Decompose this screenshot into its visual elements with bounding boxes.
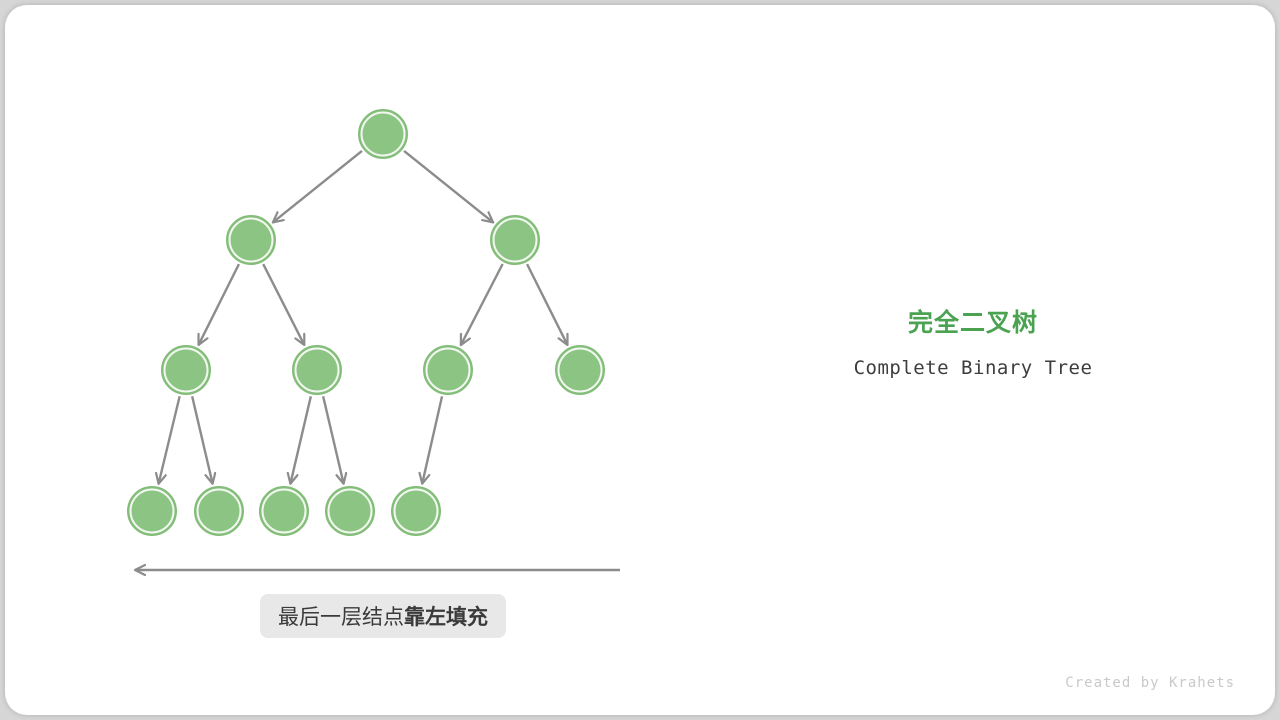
binary-tree-diagram — [127, 109, 620, 715]
title-english: Complete Binary Tree — [853, 357, 1093, 379]
tree-edge — [290, 396, 313, 483]
tree-node — [161, 345, 211, 395]
tree-edge — [526, 263, 567, 345]
title-block: 完全二叉树 Complete Binary Tree — [823, 303, 1123, 379]
tree-edge — [199, 263, 240, 345]
tree-node — [555, 345, 605, 395]
tree-node — [259, 486, 309, 536]
tree-node — [127, 486, 177, 536]
tree-edge — [403, 149, 493, 223]
tree-node — [292, 345, 342, 395]
caption-last-level: 最后一层结点靠左填充 — [260, 594, 506, 638]
tree-edge — [321, 396, 343, 483]
tree-node — [194, 486, 244, 536]
title-chinese: 完全二叉树 — [907, 309, 1038, 337]
tree-edge — [422, 396, 444, 483]
tree-node — [358, 109, 408, 159]
tree-edge — [461, 263, 504, 345]
caption-text-normal: 最后一层结点 — [278, 606, 404, 629]
tree-edge — [159, 395, 181, 484]
tree-node — [391, 486, 441, 536]
tree-edge — [262, 263, 304, 345]
tree-edge — [273, 149, 363, 223]
tree-node — [325, 486, 375, 536]
tree-node — [423, 345, 473, 395]
tree-edge — [190, 396, 212, 483]
tree-node — [490, 215, 540, 265]
watermark-credit: Created by Krahets — [1065, 675, 1235, 691]
caption-text-bold: 靠左填充 — [404, 606, 488, 629]
tree-node — [226, 215, 276, 265]
content-card: 最后一层结点靠左填充 完全二叉树 Complete Binary Tree Cr… — [5, 5, 1275, 715]
